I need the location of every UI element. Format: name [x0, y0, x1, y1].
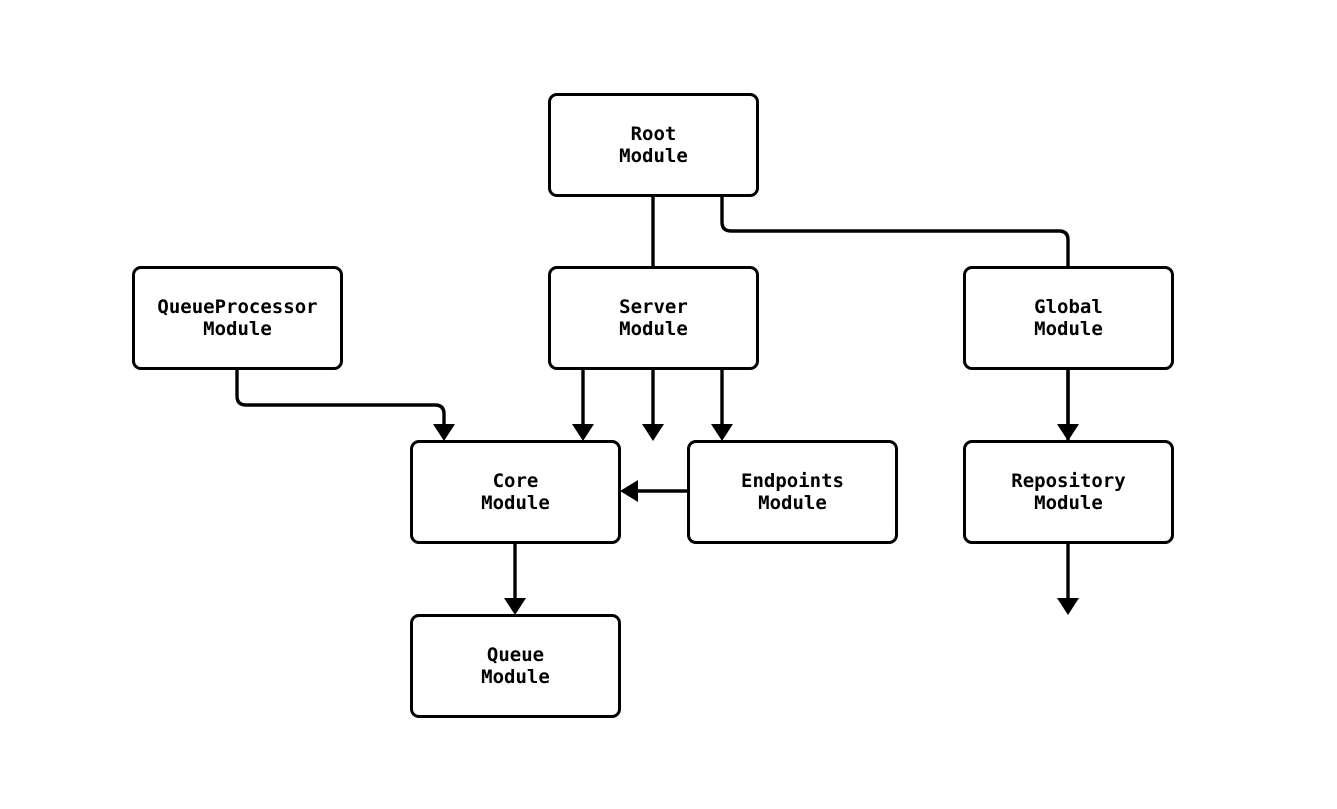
node-repository-module-label: Repository Module [1011, 470, 1126, 514]
node-server-module[interactable]: Server Module [548, 266, 759, 370]
node-server-module-label: Server Module [619, 296, 688, 340]
node-queue-module-label: Queue Module [481, 644, 550, 688]
node-endpoints-module-label: Endpoints Module [741, 470, 844, 514]
arrowhead-queueprocessor-core [433, 424, 455, 441]
arrowhead-global-repository [1057, 598, 1079, 615]
node-queueprocessor-module[interactable]: QueueProcessor Module [132, 266, 343, 370]
node-root-module[interactable]: Root Module [548, 93, 759, 197]
node-queueprocessor-module-label: QueueProcessor Module [157, 296, 318, 340]
arrowhead-root-global [1057, 424, 1079, 441]
node-queue-module[interactable]: Queue Module [410, 614, 621, 718]
arrowhead-server-core [572, 424, 594, 441]
arrowhead-root-server [642, 424, 664, 441]
arrowhead-core-queue [504, 598, 526, 615]
node-core-module-label: Core Module [481, 470, 550, 514]
node-core-module[interactable]: Core Module [410, 440, 621, 544]
arrowhead-server-endpoints [711, 424, 733, 441]
node-root-module-label: Root Module [619, 123, 688, 167]
node-endpoints-module[interactable]: Endpoints Module [687, 440, 898, 544]
arrowhead-endpoints-core [620, 480, 638, 502]
edge-root-global [720, 197, 1070, 424]
edge-queueprocessor-core [235, 370, 446, 424]
node-repository-module[interactable]: Repository Module [963, 440, 1174, 544]
node-global-module-label: Global Module [1034, 296, 1103, 340]
node-global-module[interactable]: Global Module [963, 266, 1174, 370]
